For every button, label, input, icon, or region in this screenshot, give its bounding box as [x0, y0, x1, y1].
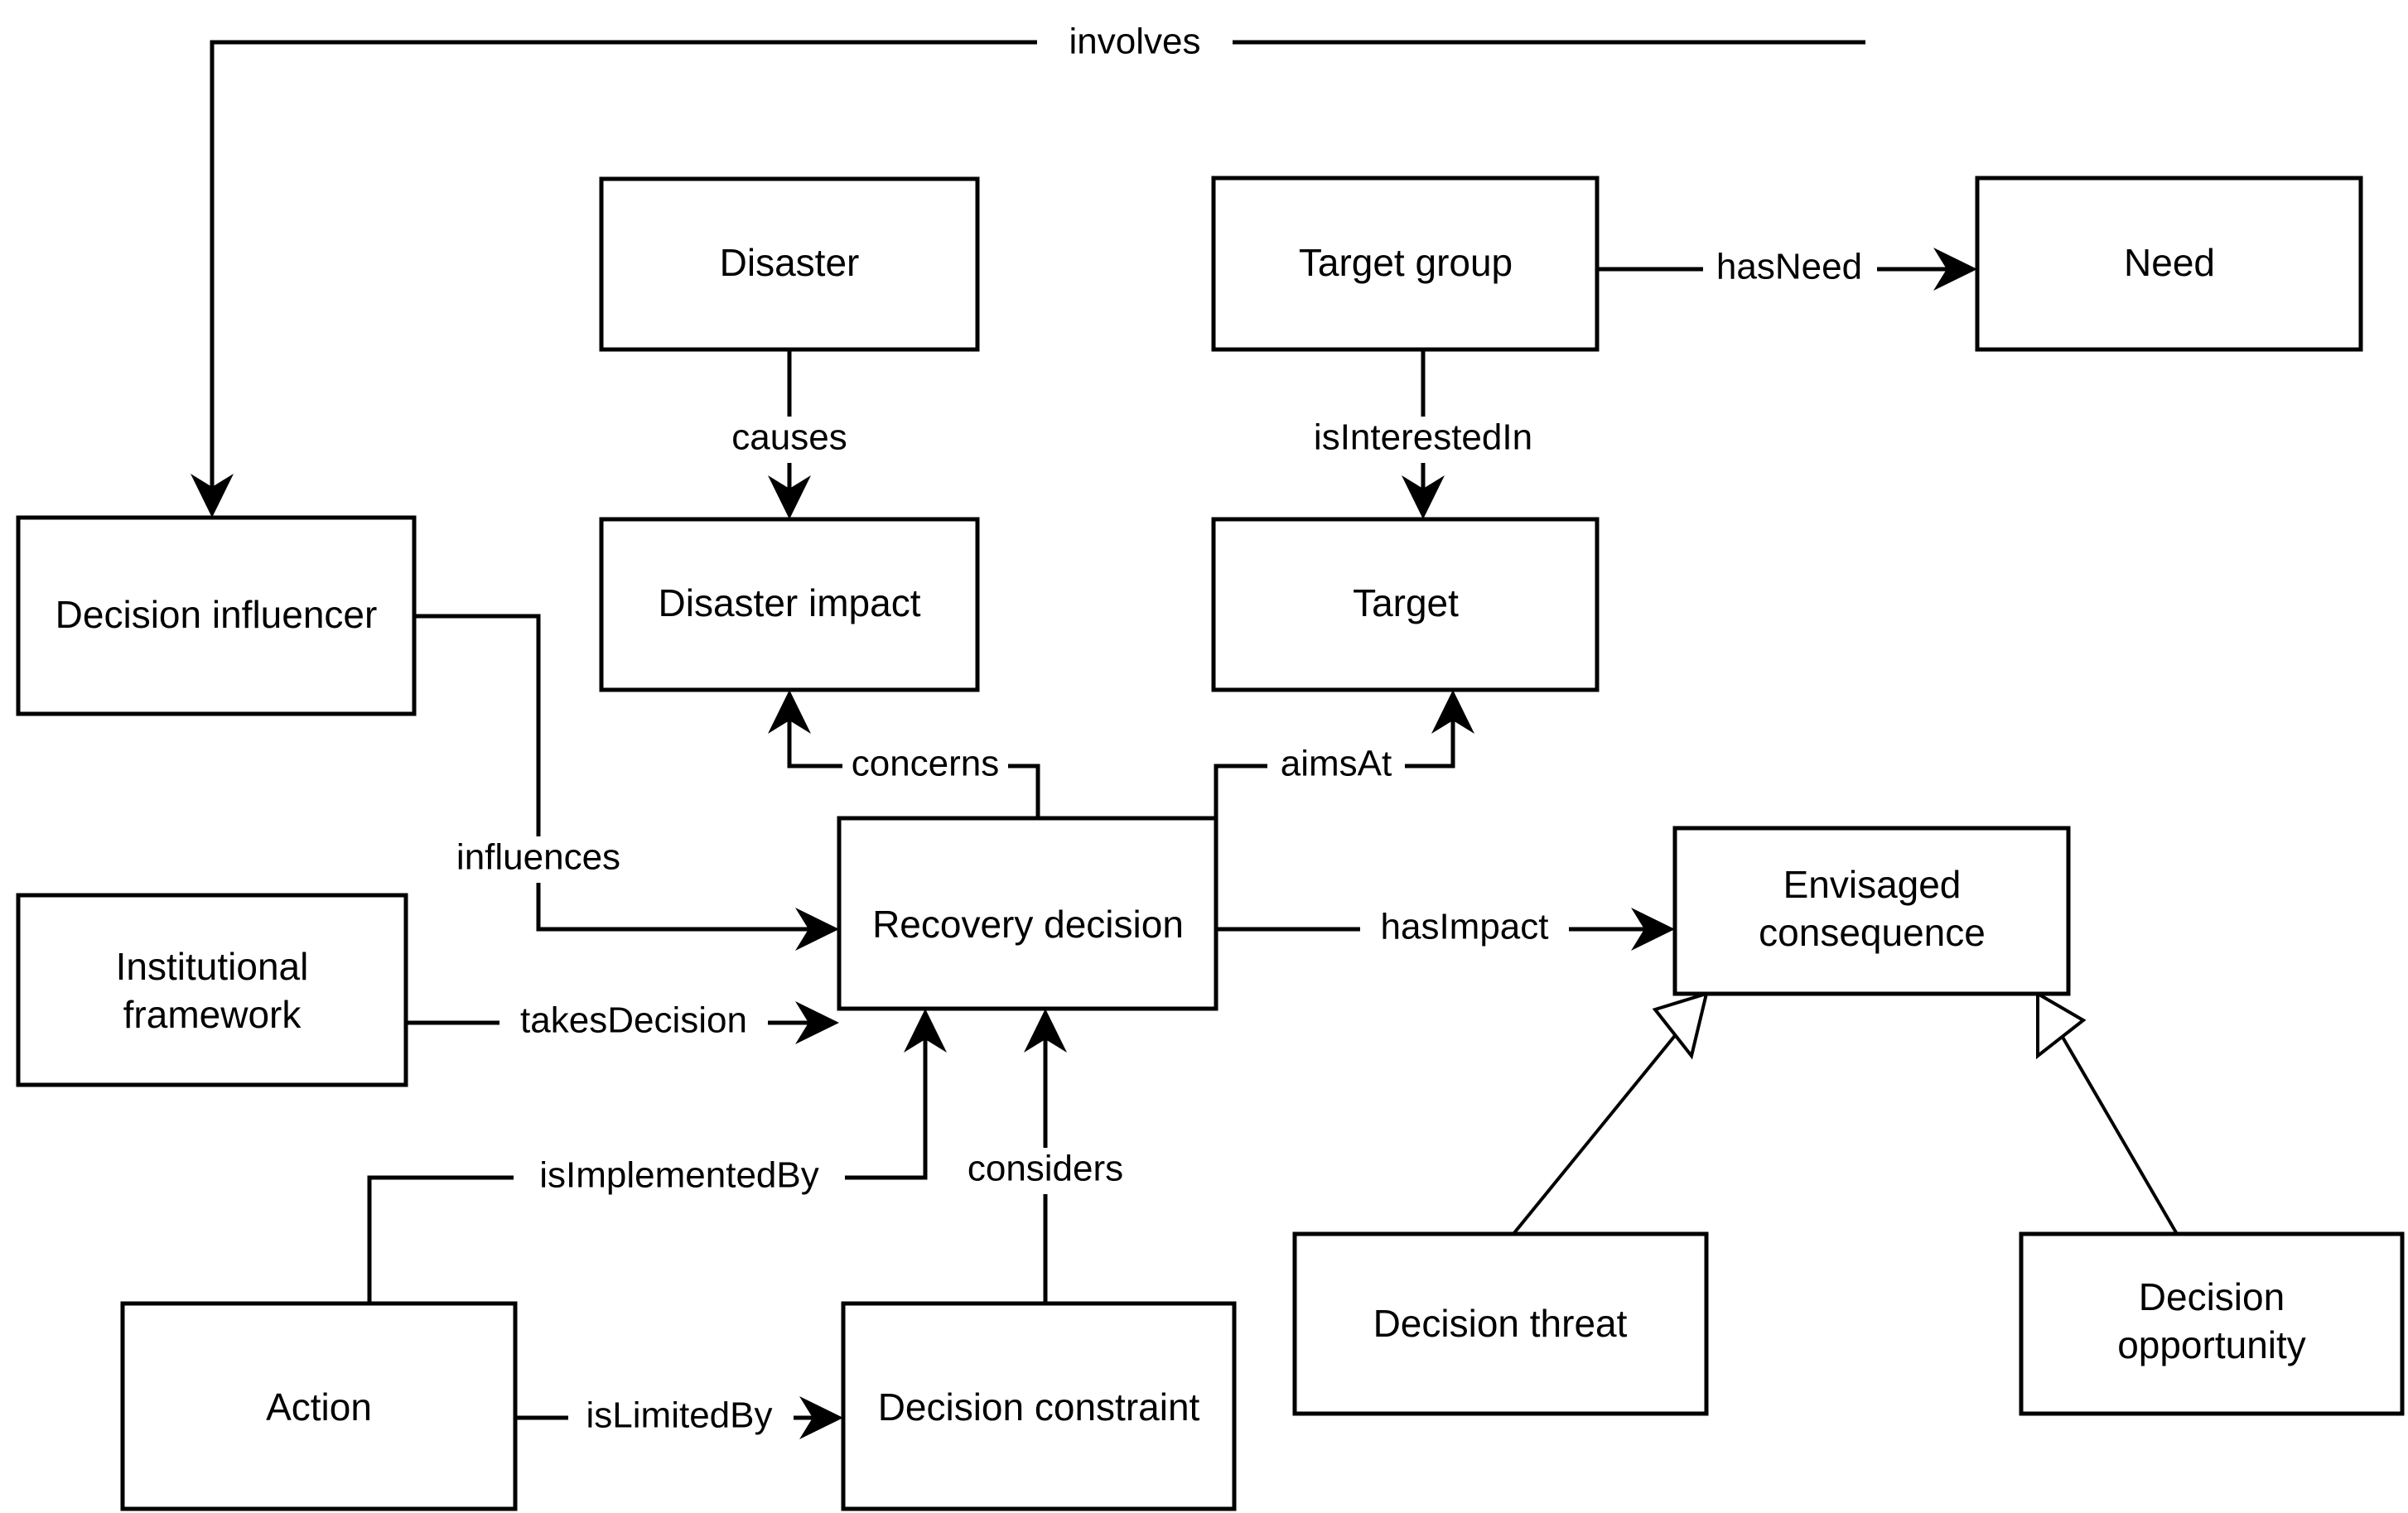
edge-considers[interactable]: considers: [954, 1009, 1136, 1303]
edge-is-interested-in[interactable]: isInterestedIn: [1297, 349, 1551, 519]
node-target[interactable]: Target: [1211, 517, 1600, 692]
edge-influences-label-bg: [441, 836, 636, 883]
node-envisaged-consequence-label-line2: consequence: [1759, 911, 1986, 954]
node-decision-opportunity-label-line1: Decision: [2139, 1275, 2285, 1318]
edge-has-need-label-bg: [1703, 246, 1877, 292]
edge-has-impact-label-bg: [1360, 906, 1569, 952]
edge-gen-threat-triangle: [1652, 991, 1709, 1060]
edge-causes[interactable]: causes: [719, 349, 861, 519]
node-recovery-decision-label: Recovery decision: [872, 903, 1184, 946]
node-action-box: [120, 1301, 518, 1511]
node-need[interactable]: Need: [1975, 176, 2363, 352]
node-institutional-framework-label-line2: framework: [123, 993, 302, 1036]
edge-gen-opportunity-triangle: [2036, 990, 2087, 1060]
edge-takes-decision-label-bg: [499, 1000, 768, 1046]
node-decision-constraint-box: [841, 1301, 1237, 1511]
node-action-label: Action: [266, 1385, 372, 1429]
edge-aims-at[interactable]: aimsAt: [1214, 690, 1474, 818]
edge-has-impact-arrowhead: [1631, 908, 1675, 951]
node-decision-constraint-label: Decision constraint: [878, 1385, 1200, 1429]
edge-influences-label: influences: [456, 837, 620, 878]
edge-is-limited-by[interactable]: isLimitedBy: [515, 1395, 843, 1441]
edge-has-need-arrowhead: [1933, 248, 1977, 291]
edge-gen-opportunity-path: [2056, 1027, 2179, 1236]
node-disaster-box: [599, 176, 980, 352]
edge-is-implemented-by-arrowhead: [904, 1009, 947, 1053]
node-institutional-framework-box: [16, 893, 408, 1087]
node-decision-influencer-box: [16, 515, 417, 716]
edge-takes-decision[interactable]: takesDecision: [406, 1000, 839, 1046]
node-decision-opportunity[interactable]: Decision opportunity: [2019, 1231, 2405, 1416]
node-decision-threat-box: [1292, 1231, 1709, 1416]
edge-causes-label: causes: [731, 417, 847, 458]
node-disaster-impact[interactable]: Disaster impact: [599, 517, 980, 692]
edge-generalization-decision-threat[interactable]: [1512, 991, 1709, 1236]
edge-involves-label-bg: [1037, 21, 1233, 67]
node-target-group-label: Target group: [1299, 241, 1513, 284]
node-action[interactable]: Action: [120, 1301, 518, 1511]
node-decision-constraint[interactable]: Decision constraint: [841, 1301, 1237, 1511]
edge-concerns-arrowhead: [768, 690, 811, 734]
edge-considers-label: considers: [968, 1149, 1123, 1189]
node-envisaged-consequence-box: [1672, 826, 2071, 996]
node-decision-opportunity-label-line2: opportunity: [2117, 1323, 2306, 1366]
edge-has-need-label: hasNeed: [1716, 247, 1862, 287]
edge-concerns[interactable]: concerns: [768, 690, 1040, 818]
node-decision-opportunity-box: [2019, 1231, 2405, 1416]
edge-takes-decision-label: takesDecision: [520, 1000, 747, 1041]
node-disaster-impact-label: Disaster impact: [659, 581, 921, 624]
node-need-box: [1975, 176, 2363, 352]
edge-is-implemented-by-label-bg: [514, 1154, 845, 1201]
edge-considers-label-bg: [954, 1148, 1136, 1194]
edge-gen-threat-path: [1512, 1027, 1682, 1236]
node-disaster-label: Disaster: [720, 241, 860, 284]
node-disaster-impact-box: [599, 517, 980, 692]
edge-generalization-decision-opportunity[interactable]: [2036, 990, 2179, 1236]
edge-involves-label: involves: [1069, 22, 1201, 62]
edge-is-interested-in-label: isInterestedIn: [1314, 417, 1532, 458]
node-target-box: [1211, 517, 1600, 692]
node-decision-threat-label: Decision threat: [1373, 1302, 1628, 1345]
edge-has-impact[interactable]: hasImpact: [1216, 906, 1675, 952]
edge-is-limited-by-label: isLimitedBy: [586, 1395, 773, 1436]
edge-has-impact-label: hasImpact: [1381, 907, 1549, 947]
edge-aims-at-arrowhead: [1431, 690, 1474, 734]
edge-involves-path: [210, 40, 1865, 495]
node-target-group-box: [1211, 176, 1600, 352]
edge-causes-label-bg: [719, 417, 861, 463]
edge-is-limited-by-arrowhead: [799, 1396, 843, 1439]
node-recovery-decision-box: [837, 816, 1218, 1011]
edge-involves[interactable]: involves: [191, 21, 1865, 518]
edge-is-implemented-by-label: isImplementedBy: [539, 1155, 818, 1196]
edge-is-interested-in-label-bg: [1297, 417, 1551, 463]
node-recovery-decision[interactable]: Recovery decision: [837, 816, 1218, 1011]
edge-influences-arrowhead: [795, 908, 839, 951]
node-target-label: Target: [1353, 581, 1459, 624]
edge-is-interested-in-arrowhead: [1402, 475, 1445, 519]
edge-concerns-label: concerns: [852, 744, 1000, 784]
edge-influences-path: [414, 614, 817, 932]
edge-takes-decision-arrowhead: [795, 1001, 839, 1044]
edge-considers-arrowhead: [1024, 1009, 1067, 1053]
node-need-label: Need: [2124, 241, 2215, 284]
node-envisaged-consequence[interactable]: Envisaged consequence: [1672, 826, 2071, 996]
edge-aims-at-label-bg: [1267, 743, 1405, 789]
edge-is-implemented-by[interactable]: isImplementedBy: [367, 1009, 947, 1303]
edge-has-need[interactable]: hasNeed: [1597, 246, 1977, 292]
node-decision-influencer-label: Decision influencer: [55, 593, 378, 636]
node-institutional-framework[interactable]: Institutional framework: [16, 893, 408, 1087]
node-decision-influencer[interactable]: Decision influencer: [16, 515, 417, 716]
edge-is-limited-by-label-bg: [568, 1395, 794, 1441]
node-decision-threat[interactable]: Decision threat: [1292, 1231, 1709, 1416]
edge-influences[interactable]: influences: [414, 614, 839, 951]
edge-causes-arrowhead: [768, 475, 811, 519]
node-target-group[interactable]: Target group: [1211, 176, 1600, 352]
edge-involves-arrowhead: [191, 474, 234, 518]
node-disaster[interactable]: Disaster: [599, 176, 980, 352]
node-envisaged-consequence-label-line1: Envisaged: [1783, 863, 1962, 906]
node-institutional-framework-label-line1: Institutional: [116, 945, 309, 988]
edge-concerns-label-bg: [842, 743, 1008, 789]
edge-aims-at-label: aimsAt: [1281, 744, 1392, 784]
